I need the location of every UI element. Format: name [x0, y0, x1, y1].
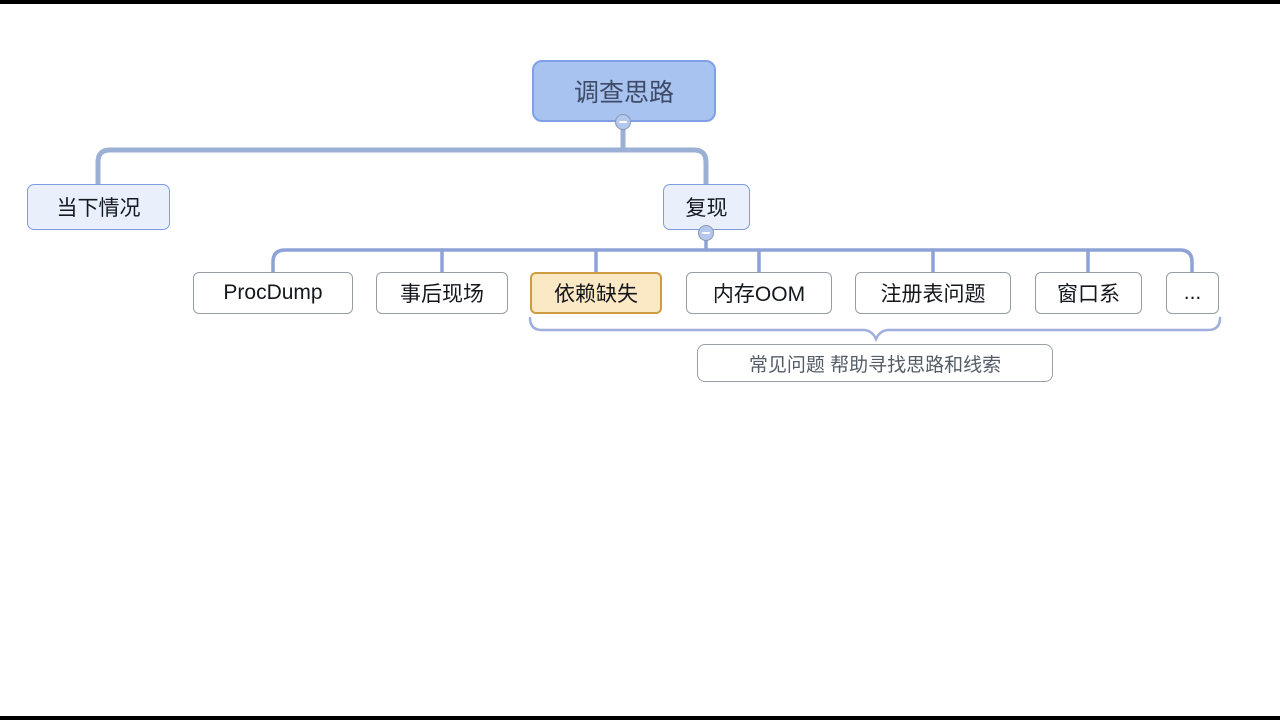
node-procdump[interactable]: ProcDump: [193, 272, 353, 314]
node-label: 当下情况: [56, 197, 141, 220]
node-label: 内存OOM: [712, 283, 806, 306]
node-label: ProcDump: [223, 281, 323, 304]
node-label: 事后现场: [400, 283, 484, 306]
node-label: ...: [1183, 281, 1202, 304]
root-node-label: 调查思路: [573, 79, 674, 107]
node-reproduce[interactable]: 复现: [663, 184, 750, 230]
node-registry-issue[interactable]: 注册表问题: [855, 272, 1011, 314]
letterbox-bar-top: [0, 0, 1280, 4]
node-label: 依赖缺失: [554, 283, 638, 306]
root-collapse-minus-icon[interactable]: [615, 114, 631, 130]
node-label: 窗口系: [1057, 283, 1120, 306]
node-label: 复现: [685, 197, 728, 220]
letterbox-bar-bottom: [0, 716, 1280, 720]
root-node[interactable]: 调查思路: [532, 60, 716, 122]
level3-branch-lines: [271, 237, 1194, 274]
summary-label-node[interactable]: 常见问题 帮助寻找思路和线索: [697, 344, 1053, 382]
node-ellipsis[interactable]: ...: [1166, 272, 1219, 314]
summary-brace: [528, 316, 1222, 343]
node-postmortem-scene[interactable]: 事后现场: [376, 272, 508, 314]
node-label: 注册表问题: [880, 283, 986, 306]
node-window-related[interactable]: 窗口系: [1035, 272, 1142, 314]
node-memory-oom[interactable]: 内存OOM: [686, 272, 832, 314]
reproduce-collapse-minus-icon[interactable]: [698, 225, 714, 241]
summary-label: 常见问题 帮助寻找思路和线索: [748, 354, 1002, 376]
node-current-situation[interactable]: 当下情况: [27, 184, 170, 230]
node-missing-dependency[interactable]: 依赖缺失: [530, 272, 662, 314]
level2-branch-lines: [95, 125, 709, 189]
